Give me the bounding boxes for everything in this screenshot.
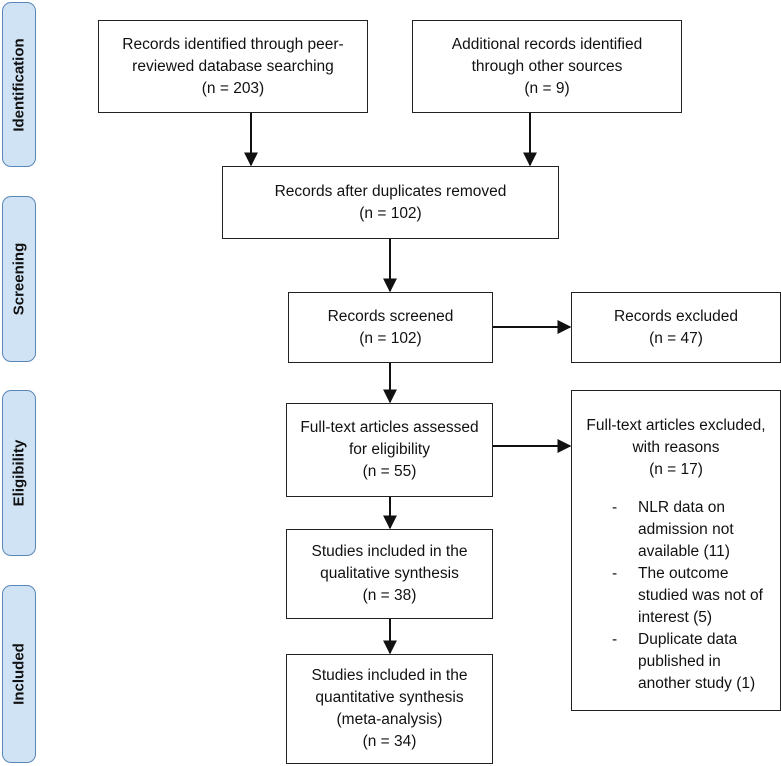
box-text: Studies included in the <box>311 543 468 560</box>
box-qualitative-synthesis: Studies included in the qualitative synt… <box>286 529 493 619</box>
box-text: Records screened <box>327 307 454 325</box>
box-text: Additional records identified <box>451 35 643 53</box>
reason-text: another study (1) <box>638 675 756 692</box>
box-text: Full-text articles assessed <box>300 419 479 436</box>
box-text: Full-text articles excluded, <box>586 417 766 434</box>
box-text: Studies included in the <box>311 667 468 684</box>
exclusion-reason: - NLR data on admission not available (1… <box>572 497 780 563</box>
box-count: (n = 203) <box>201 79 265 97</box>
box-count: (n = 34) <box>362 733 417 750</box>
fulltext-excluded-heading: Full-text articles excluded, with reason… <box>572 391 780 481</box>
phase-screening: Screening <box>2 196 36 362</box>
reason-text: studied was not of <box>638 587 763 604</box>
box-text: for eligibility <box>349 441 430 458</box>
reason-text: The outcome <box>638 565 729 582</box>
box-text: reviewed database searching <box>132 57 334 75</box>
reason-text: available (11) <box>638 543 730 560</box>
reason-text: admission not <box>638 521 734 538</box>
box-records-excluded: Records excluded (n = 47) <box>571 292 781 363</box>
reason-text: published in <box>638 653 721 670</box>
box-text: qualitative synthesis <box>320 565 459 582</box>
box-database-search: Records identified through peer- reviewe… <box>98 20 368 113</box>
box-count: (n = 9) <box>524 79 570 97</box>
box-text: Records after duplicates removed <box>274 182 507 200</box>
box-count: (n = 38) <box>362 587 417 604</box>
box-quantitative-synthesis: Studies included in the quantitative syn… <box>286 654 493 764</box>
box-text: with reasons <box>632 439 720 456</box>
phase-eligibility: Eligibility <box>2 390 36 556</box>
box-text: Records identified through peer- <box>122 35 344 53</box>
box-count: (n = 102) <box>359 204 422 222</box>
box-fulltext-assessed: Full-text articles assessed for eligibil… <box>286 403 493 497</box>
phase-identification: Identification <box>2 2 36 167</box>
reason-text: Duplicate data <box>638 631 738 648</box>
box-count: (n = 55) <box>362 463 417 480</box>
box-fulltext-excluded: Full-text articles excluded, with reason… <box>571 390 781 711</box>
box-records-screened: Records screened (n = 102) <box>288 292 493 363</box>
box-text: (meta-analysis) <box>336 711 443 728</box>
box-text: Records excluded <box>613 307 739 325</box>
reason-text: interest (5) <box>638 609 713 626</box>
box-count: (n = 102) <box>359 329 422 347</box>
box-count: (n = 47) <box>649 329 703 347</box>
exclusion-reasons-list: - NLR data on admission not available (1… <box>572 497 780 695</box>
box-text: through other sources <box>471 57 623 75</box>
phase-included: Included <box>2 585 36 763</box>
reason-text: NLR data on <box>638 499 726 516</box>
box-text: quantitative synthesis <box>315 689 464 706</box>
box-count: (n = 17) <box>649 461 703 478</box>
exclusion-reason: - Duplicate data published in another st… <box>572 629 780 695</box>
box-duplicates-removed: Records after duplicates removed (n = 10… <box>222 166 559 239</box>
list-dash: - <box>612 499 618 516</box>
exclusion-reason: - The outcome studied was not of interes… <box>572 563 780 629</box>
box-other-sources: Additional records identified through ot… <box>412 20 682 113</box>
list-dash: - <box>612 565 618 582</box>
list-dash: - <box>612 631 618 648</box>
